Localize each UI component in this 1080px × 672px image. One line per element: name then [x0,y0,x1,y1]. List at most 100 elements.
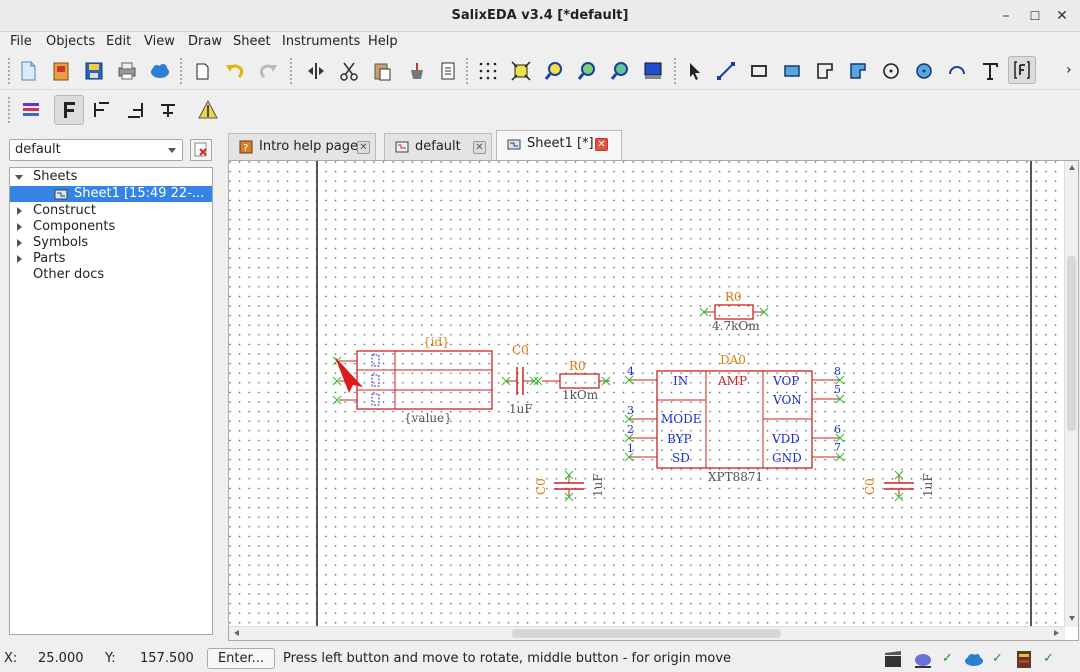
delete-project-button[interactable] [190,139,212,161]
expand-right-icon[interactable] [17,223,22,231]
tree-item-symbols[interactable]: Symbols [10,235,212,251]
draw-line-icon[interactable] [712,57,740,85]
vertical-scrollbar[interactable] [1064,161,1078,627]
tab-default[interactable]: default ✕ [384,133,492,160]
toolbar-grip[interactable] [180,58,184,84]
open-project-icon[interactable] [47,57,75,85]
tree-item-sheet1[interactable]: Sheet1 [15:49 22-... [10,186,212,202]
expand-right-icon[interactable] [17,207,22,215]
draw-filled-circle-icon[interactable] [910,57,938,85]
toolbar-grip[interactable] [674,58,678,84]
cloud-icon[interactable] [146,57,174,85]
tab-sheet1[interactable]: Sheet1 [*] ✕ [496,130,622,160]
expand-right-icon[interactable] [17,255,22,263]
zoom-fit-icon[interactable] [507,57,535,85]
amplifier-da0[interactable]: DA0 AMP XPT8871 IN MODE BYP SD 4 3 2 1 V… [624,353,845,484]
vertical-scroll-thumb[interactable] [1067,256,1076,431]
expand-right-icon[interactable] [17,239,22,247]
save-icon[interactable] [80,57,108,85]
new-file-icon[interactable] [14,57,42,85]
network-icon[interactable] [912,648,934,670]
align-right-icon[interactable] [121,96,149,124]
scroll-right-icon[interactable] [1054,630,1059,636]
zoom-area-icon[interactable] [606,57,634,85]
align-top-icon[interactable] [154,96,182,124]
tab-intro-help[interactable]: ? Intro help page ✕ [228,133,376,160]
draw-rect-icon[interactable] [745,57,773,85]
cut-icon[interactable] [335,57,363,85]
draw-arc-icon[interactable] [943,57,971,85]
clear-icon[interactable] [403,57,431,85]
align-left-icon[interactable] [88,96,116,124]
menu-help[interactable]: Help [368,34,398,49]
toolbar-grip[interactable] [466,58,470,84]
resistor-id-label: R0 [569,359,586,373]
capacitor-c0-vertical-right[interactable]: C0 1uF [863,470,935,502]
close-tab-icon[interactable]: ✕ [595,138,608,151]
tree-item-components[interactable]: Components [10,219,212,235]
tree-item-other-docs[interactable]: Other docs [10,267,212,283]
draw-circle-icon[interactable] [877,57,905,85]
menu-objects[interactable]: Objects [46,34,96,49]
schematic-canvas[interactable]: {id} {value} C0 1uF R0 1kOm [229,161,1065,627]
font-bold-icon[interactable] [54,95,84,125]
new-sheet-icon[interactable] [188,57,216,85]
menu-file[interactable]: File [10,34,32,49]
tree-item-construct[interactable]: Construct [10,203,212,219]
draw-filled-polygon-icon[interactable] [844,57,872,85]
pin-name-label: IN [673,374,688,388]
close-window-button[interactable]: ✕ [1056,8,1068,24]
connector-id-label: {id} [423,335,450,349]
toolbar-grip[interactable] [290,58,294,84]
library-icon[interactable] [1013,648,1035,670]
mirror-warning-icon[interactable] [194,96,222,124]
menu-edit[interactable]: Edit [106,34,132,49]
draw-filled-rect-icon[interactable] [778,57,806,85]
resistor-r0-1k[interactable]: R0 1kOm [533,359,611,402]
tree-item-sheets[interactable]: Sheets [10,169,212,185]
field-text-icon[interactable] [1008,56,1036,84]
project-combo[interactable]: default [9,139,183,161]
grid-icon[interactable] [474,57,502,85]
pin-number-label: 4 [627,365,634,378]
capacitor-c0[interactable]: C0 1uF [501,343,539,416]
resistor-r0-4k7[interactable]: R0 4.7kOm [699,290,769,333]
toolbar-grip[interactable] [8,58,12,84]
tree-item-parts[interactable]: Parts [10,251,212,267]
menu-sheet[interactable]: Sheet [233,34,271,49]
capacitor-c0-vertical-left[interactable]: C0 1uF [534,470,605,502]
video-icon[interactable] [882,648,904,670]
menu-instruments[interactable]: Instruments [282,34,361,49]
mirror-icon[interactable] [302,57,330,85]
menu-draw[interactable]: Draw [188,34,222,49]
scroll-left-icon[interactable] [234,630,239,636]
scroll-up-icon[interactable] [1069,165,1075,170]
paste-icon[interactable] [368,57,396,85]
maximize-button[interactable]: ☐ [1029,9,1041,23]
cloud-status-icon[interactable] [963,648,985,670]
draw-text-icon[interactable] [976,57,1004,85]
expand-down-icon[interactable] [15,175,23,180]
toolbar-grip[interactable] [8,97,12,123]
horizontal-scrollbar[interactable] [229,626,1065,640]
properties-icon[interactable] [434,57,462,85]
redo-icon[interactable] [254,57,282,85]
enter-coordinates-button[interactable]: Enter... [207,648,275,669]
screen-icon[interactable] [639,57,667,85]
minimize-button[interactable]: – [1002,8,1010,24]
scroll-down-icon[interactable] [1069,616,1075,621]
zoom-in-icon[interactable] [540,57,568,85]
draw-polygon-icon[interactable] [811,57,839,85]
zoom-out-icon[interactable] [573,57,601,85]
menu-view[interactable]: View [144,34,175,49]
close-tab-icon[interactable]: ✕ [357,141,370,154]
undo-icon[interactable] [221,57,249,85]
toolbar-overflow-button[interactable]: › [1066,62,1072,78]
horizontal-scroll-thumb[interactable] [512,629,781,638]
layers-icon[interactable] [17,96,45,124]
secondary-toolbar [0,91,1080,129]
close-tab-icon[interactable]: ✕ [473,141,486,154]
select-pointer-icon[interactable] [681,57,709,85]
print-icon[interactable] [113,57,141,85]
pin-number-label: 2 [627,423,634,436]
